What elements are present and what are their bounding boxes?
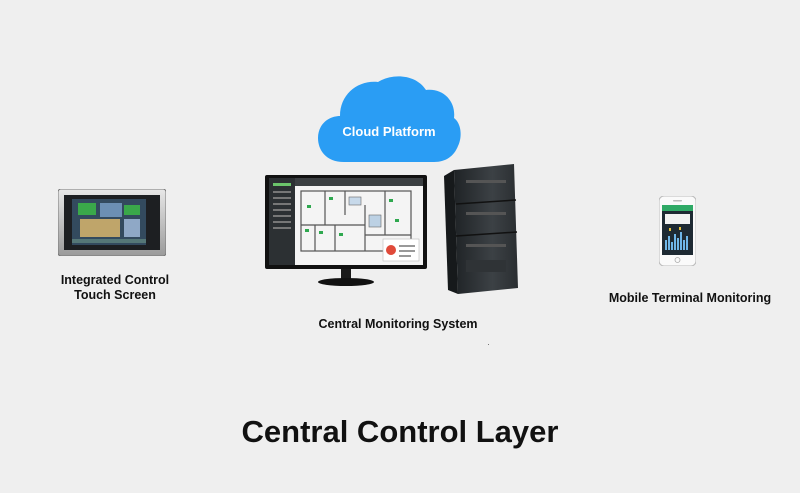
monitor-icon [265,175,427,286]
central-monitoring-label: Central Monitoring System [318,317,478,331]
page-title: Central Control Layer [241,414,559,449]
touch-screen-label-line2: Touch Screen [74,288,156,302]
stray-dot [488,344,489,345]
cloud-platform-label: Cloud Platform [342,124,436,139]
cloud-platform-icon [318,76,461,162]
mobile-terminal-label: Mobile Terminal Monitoring [608,291,772,305]
touch-screen-label-line1: Integrated Control [60,273,170,287]
mobile-phone-icon [659,196,696,266]
controller-icon [444,164,518,294]
touch-screen-device-icon [58,189,166,256]
touch-screen-label: Integrated Control Touch Screen [40,273,190,303]
